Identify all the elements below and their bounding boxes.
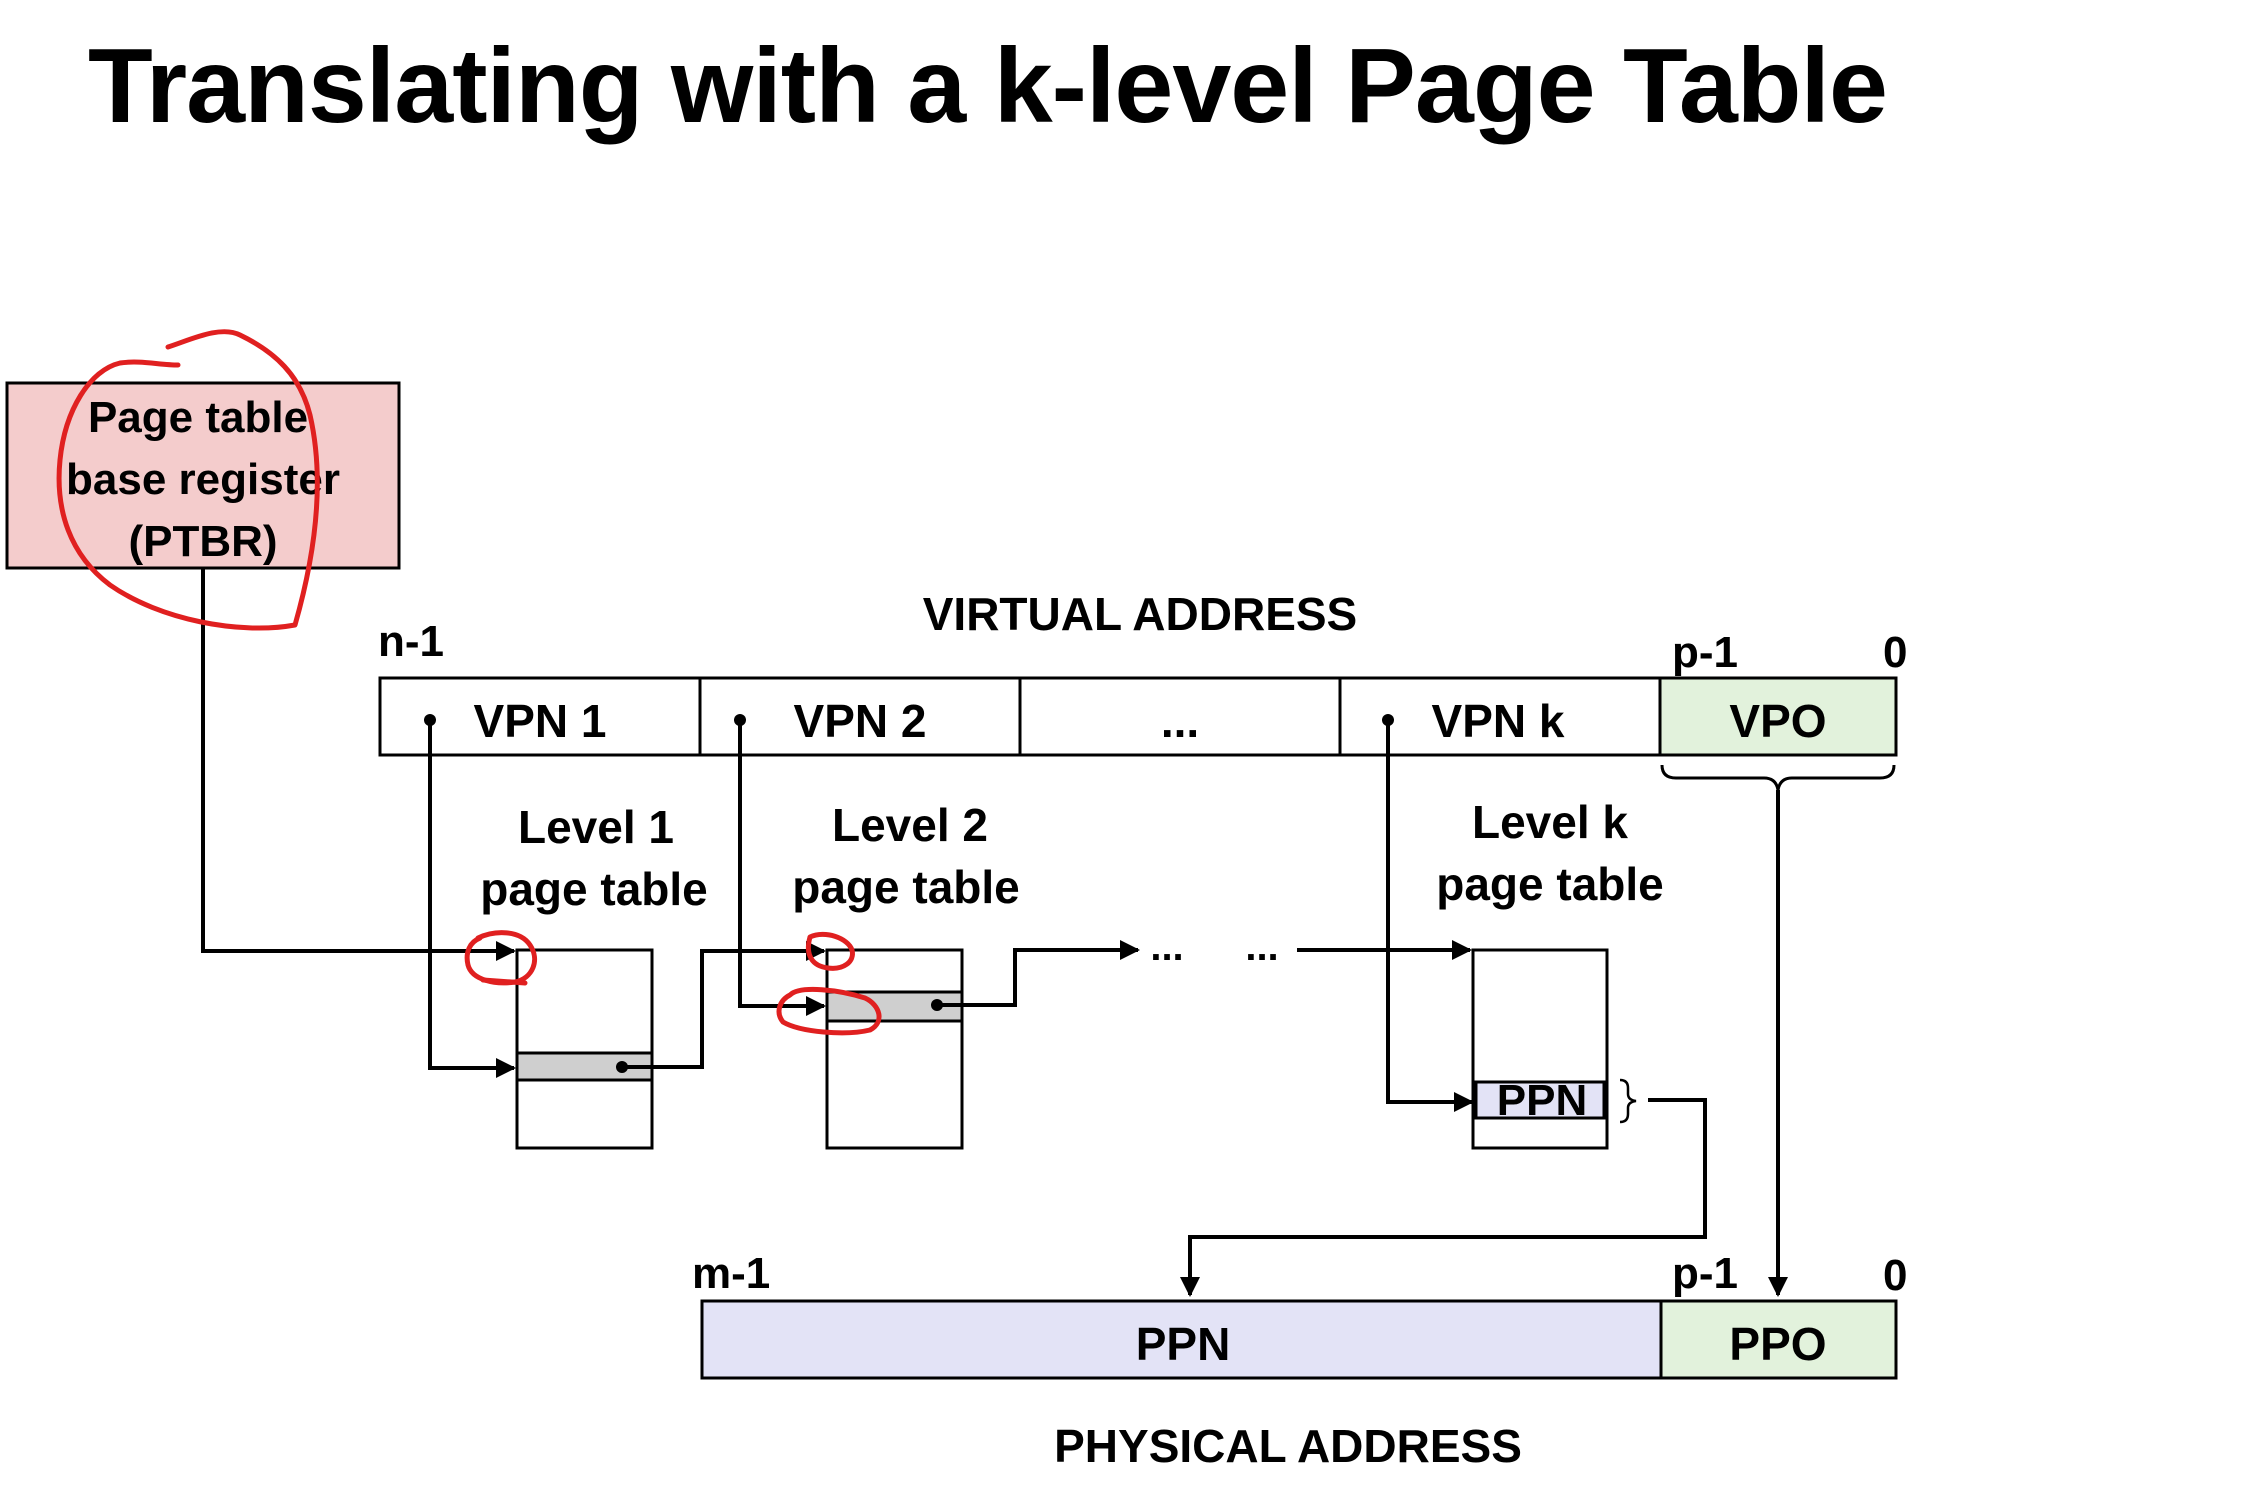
level2-page-table (825, 948, 964, 1150)
ppn-field-label: PPN (1136, 1318, 1231, 1370)
level2-label-line2: page table (792, 861, 1020, 913)
vpn1-field: VPN 1 (474, 695, 607, 747)
level1-page-table (515, 948, 654, 1150)
vpn2-index-arrow (738, 720, 826, 1016)
chain-ellipsis-a: ... (1150, 925, 1183, 969)
level2-entry-circle (776, 987, 882, 1036)
virtual-address: VIRTUAL ADDRESS n-1 p-1 0 VPN 1 VPN 2 ..… (378, 588, 1907, 791)
levelk-label-line2: page table (1436, 858, 1664, 910)
level1-label-line1: Level 1 (518, 801, 674, 853)
vpo-field (1658, 676, 1898, 757)
physical-address-caption: PHYSICAL ADDRESS (1054, 1420, 1522, 1472)
red-annotations (56, 329, 882, 1036)
ptbr-label-line1: Page table (88, 393, 308, 442)
vpnk-dot (1382, 714, 1394, 726)
vpo-field-label: VPO (1729, 695, 1826, 747)
ptbr-to-level1-arrow (201, 568, 516, 961)
chain-ellipsis-b: ... (1245, 925, 1278, 969)
connectors (201, 568, 1788, 1297)
ppo-field-label: PPO (1729, 1318, 1826, 1370)
vpn2-dot (734, 714, 746, 726)
va-low-bit-label: 0 (1883, 628, 1907, 677)
level1-label-line2: page table (480, 863, 708, 915)
vpn1-dot (424, 714, 436, 726)
ptbr-label-line2: base register (66, 455, 340, 504)
level1-arrow-underline (480, 977, 528, 986)
levelk-ppn-label: PPN (1497, 1076, 1587, 1125)
vpo-high-bit-label: p-1 (1672, 628, 1738, 677)
vpn1-index-arrow (428, 720, 516, 1078)
ptbr-box: Page table base register (PTBR) (5, 381, 401, 570)
vpnk-index-arrow (1386, 720, 1474, 1112)
level2-top-arrow-circle (805, 931, 855, 971)
physical-address: m-1 p-1 0 PPN PPO PHYSICAL ADDRESS (692, 1249, 1907, 1472)
vpnk-field: VPN k (1432, 695, 1565, 747)
ptbr-label-line3: (PTBR) (128, 517, 277, 566)
level2-label-line1: Level 2 (832, 799, 988, 851)
ppn-field (700, 1299, 1663, 1380)
level1-to-level2-arrow (622, 941, 826, 1069)
level1-entry (515, 1051, 654, 1082)
vpn2-field: VPN 2 (794, 695, 927, 747)
ppn-entry-brace (1619, 1078, 1637, 1124)
levelk-page-table: PPN (1471, 948, 1637, 1150)
ppo-field (1659, 1299, 1898, 1380)
slide-title: Translating with a k-level Page Table (88, 27, 1888, 145)
level2-to-next-arrow (937, 940, 1140, 1007)
ppn-to-physical-arrow (1180, 1098, 1707, 1297)
virtual-address-caption: VIRTUAL ADDRESS (923, 588, 1357, 640)
pa-high-bit-label: m-1 (692, 1249, 770, 1298)
vpo-brace (1660, 764, 1896, 791)
va-high-bit-label: n-1 (378, 617, 444, 666)
levelk-ppn-entry (1474, 1080, 1606, 1120)
levelk-label-line1: Level k (1472, 796, 1628, 848)
pa-low-bit-label: 0 (1883, 1251, 1907, 1300)
va-ellipsis-field: ... (1161, 695, 1199, 747)
ptbr-circle-scribble (56, 329, 320, 631)
ppo-high-bit-label: p-1 (1672, 1249, 1738, 1298)
